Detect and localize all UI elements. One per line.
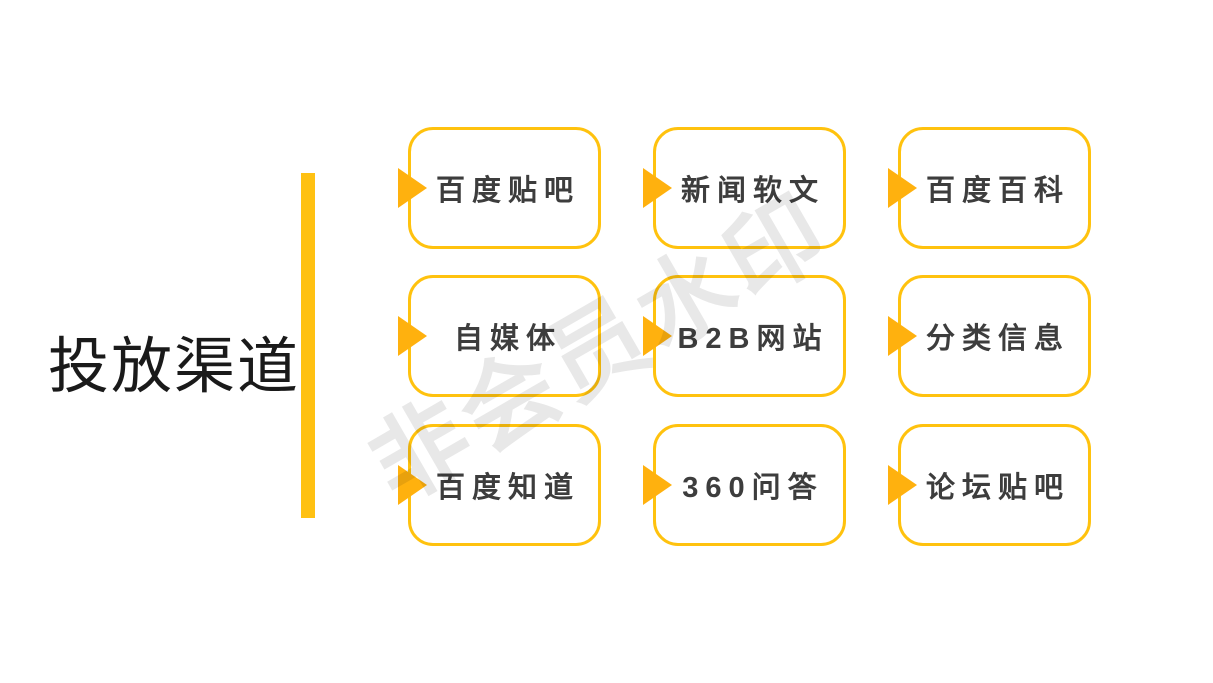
channel-box-classified-info: 分类信息 bbox=[888, 275, 1091, 397]
channel-box-baidu-zhidao: 百度知道 bbox=[398, 424, 601, 546]
arrow-right-icon bbox=[398, 316, 427, 356]
channel-label: 论坛贴吧 bbox=[925, 472, 1070, 504]
arrow-right-icon bbox=[888, 465, 917, 505]
channel-label: 百度百科 bbox=[925, 175, 1070, 207]
channel-label: 新闻软文 bbox=[680, 175, 825, 207]
arrow-right-icon bbox=[398, 465, 427, 505]
channel-box-news-articles: 新闻软文 bbox=[643, 127, 846, 249]
channel-box-baidu-baike: 百度百科 bbox=[888, 127, 1091, 249]
channel-box-self-media: 自媒体 bbox=[398, 275, 601, 397]
channel-label: 360问答 bbox=[682, 472, 824, 504]
page-title: 投放渠道 bbox=[48, 332, 301, 400]
arrow-right-icon bbox=[643, 465, 672, 505]
arrow-right-icon bbox=[888, 316, 917, 356]
accent-bar-divider bbox=[301, 173, 315, 518]
channel-box-forum-tieba: 论坛贴吧 bbox=[888, 424, 1091, 546]
channel-label: 分类信息 bbox=[925, 323, 1070, 355]
channel-label: 百度知道 bbox=[435, 472, 580, 504]
arrow-right-icon bbox=[643, 168, 672, 208]
channel-label: 百度贴吧 bbox=[435, 175, 580, 207]
channel-label: B2B网站 bbox=[677, 323, 829, 355]
channel-box-360-qa: 360问答 bbox=[643, 424, 846, 546]
arrow-right-icon bbox=[888, 168, 917, 208]
channel-label: 自媒体 bbox=[453, 323, 562, 355]
arrow-right-icon bbox=[643, 316, 672, 356]
channel-box-baidu-tieba: 百度贴吧 bbox=[398, 127, 601, 249]
arrow-right-icon bbox=[398, 168, 427, 208]
channel-box-b2b-sites: B2B网站 bbox=[643, 275, 846, 397]
